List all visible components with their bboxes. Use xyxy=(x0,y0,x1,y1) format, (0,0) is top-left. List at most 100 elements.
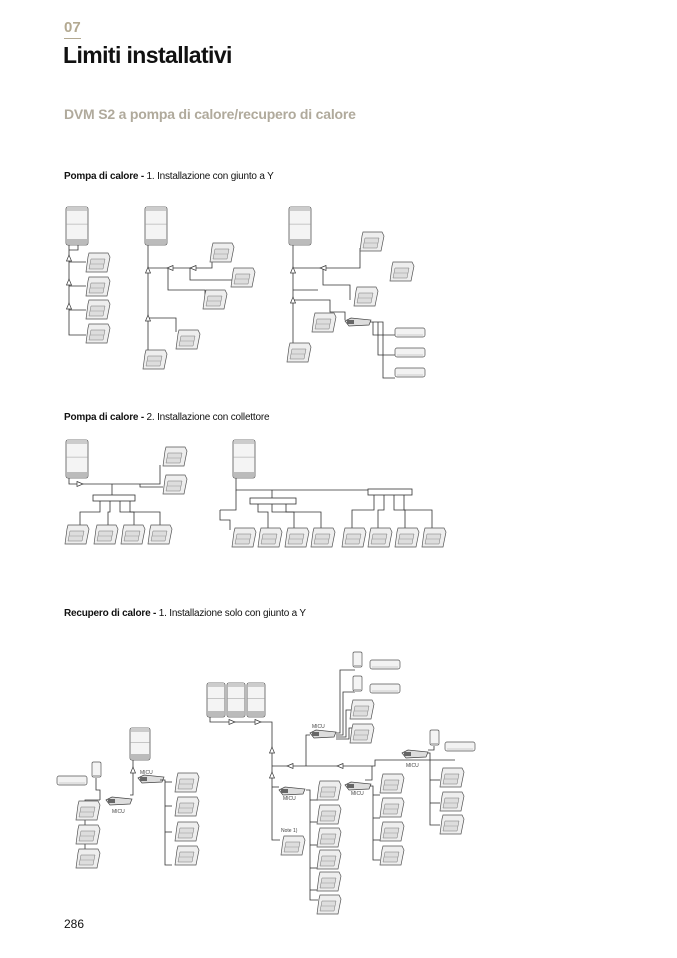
hydro-unit-icon xyxy=(352,675,363,692)
cassette-indoor-unit-icon xyxy=(231,527,257,548)
refrigerant-pipe xyxy=(272,759,455,767)
hydro-unit-body xyxy=(352,675,363,692)
refrigerant-pipe xyxy=(235,478,380,491)
refrigerant-pipe xyxy=(377,495,385,528)
micu-panel xyxy=(108,799,115,803)
page-number: 286 xyxy=(64,917,85,931)
hydro-unit-icon xyxy=(352,651,363,668)
refrigerant-pipe xyxy=(285,504,322,528)
refrigerant-pipe xyxy=(130,760,134,796)
refrigerant-pipe xyxy=(219,510,231,530)
y-joint-icon xyxy=(336,762,344,770)
cassette-indoor-unit-icon xyxy=(316,827,342,848)
outdoor-unit-top xyxy=(67,440,87,444)
refrigerant-pipe xyxy=(148,255,213,269)
refrigerant-pipe xyxy=(68,245,86,336)
outdoor-unit-icon xyxy=(65,439,89,479)
refrigerant-pipe xyxy=(293,299,346,320)
outdoor-unit-top xyxy=(234,440,254,444)
refrigerant-pipe xyxy=(370,785,380,861)
cassette-indoor-unit-icon xyxy=(75,800,101,821)
outdoor-unit-icon xyxy=(288,206,312,246)
y-joint-icon xyxy=(289,266,297,274)
refrigerant-pipe xyxy=(167,268,206,300)
cassette-indoor-unit-icon xyxy=(316,780,342,801)
wall-indoor-unit-icon xyxy=(394,367,426,378)
refrigerant-pipe xyxy=(322,268,351,300)
y-joint-icon xyxy=(144,314,152,322)
refrigerant-pipe xyxy=(79,501,101,525)
diagram-label: MICU xyxy=(406,763,419,769)
cassette-indoor-unit-icon xyxy=(379,821,405,842)
cassette-indoor-unit-icon xyxy=(359,231,385,252)
wall-indoor-unit-icon xyxy=(369,659,401,670)
diagram-label: MICU xyxy=(112,809,125,815)
chapter-underline xyxy=(64,38,81,39)
cassette-indoor-unit-icon xyxy=(93,524,119,545)
micu-panel xyxy=(312,732,319,736)
wall-indoor-unit-icon xyxy=(444,741,476,752)
cassette-indoor-unit-icon xyxy=(202,289,228,310)
wall-unit-body xyxy=(369,659,401,670)
hydro-unit-icon xyxy=(429,729,440,746)
outdoor-unit-base xyxy=(67,239,87,244)
hydro-unit-body xyxy=(91,761,102,778)
section-heading-text: 2. Installazione con collettore xyxy=(146,412,270,423)
cassette-indoor-unit-icon xyxy=(85,323,111,344)
outdoor-unit-icon xyxy=(129,727,151,761)
cassette-indoor-unit-icon xyxy=(162,474,188,495)
refrigerant-pipe xyxy=(336,669,355,734)
micu-panel xyxy=(140,777,147,781)
y-joint-icon xyxy=(268,771,276,779)
outdoor-unit-top xyxy=(248,683,264,687)
section-subtitle: DVM S2 a pompa di calore/recupero di cal… xyxy=(64,106,356,122)
hydro-unit-base xyxy=(354,689,361,692)
refrigerant-pipe xyxy=(393,495,406,528)
cassette-indoor-unit-icon xyxy=(311,312,337,333)
outdoor-unit-top xyxy=(228,683,244,687)
y-joint-icon xyxy=(129,766,137,774)
refrigerant-pipe xyxy=(139,484,163,488)
outdoor-unit-base xyxy=(290,239,310,244)
page-title: Limiti installativi xyxy=(63,42,232,68)
outdoor-unit-icon xyxy=(65,206,89,246)
cassette-indoor-unit-icon xyxy=(439,767,465,788)
distribution-header-icon xyxy=(249,497,297,505)
diagram-label: MICU xyxy=(140,770,153,776)
cassette-indoor-unit-icon xyxy=(379,773,405,794)
refrigerant-pipe xyxy=(69,245,79,251)
refrigerant-pipe xyxy=(145,245,149,361)
micu-box-icon xyxy=(278,786,306,796)
diagram-label: MICU xyxy=(283,796,296,802)
refrigerant-pipe xyxy=(365,766,373,781)
chapter-number: 07 xyxy=(64,19,81,36)
refrigerant-pipe xyxy=(305,734,310,766)
micu-box-icon xyxy=(105,796,133,806)
cassette-indoor-unit-icon xyxy=(349,699,375,720)
cassette-indoor-unit-icon xyxy=(174,772,200,793)
outdoor-unit-base xyxy=(248,711,264,716)
section-heading-heat-pump-y-joint: Pompa di calore - 1. Installazione con g… xyxy=(64,171,274,182)
refrigerant-pipe xyxy=(336,727,352,740)
cassette-indoor-unit-icon xyxy=(349,723,375,744)
cassette-indoor-unit-icon xyxy=(230,267,256,288)
refrigerant-pipe xyxy=(336,709,352,738)
cassette-indoor-unit-icon xyxy=(316,871,342,892)
cassette-indoor-unit-icon xyxy=(257,527,283,548)
outdoor-unit-base xyxy=(131,754,149,759)
refrigerant-pipe xyxy=(351,495,375,528)
y-joint-icon xyxy=(166,264,174,272)
refrigerant-pipe xyxy=(377,322,395,356)
cassette-indoor-unit-icon xyxy=(147,524,173,545)
cassette-indoor-unit-icon xyxy=(284,527,310,548)
micu-panel xyxy=(404,752,411,756)
cassette-indoor-unit-icon xyxy=(341,527,367,548)
outdoor-unit-top xyxy=(67,207,87,211)
hydro-unit-body xyxy=(352,651,363,668)
refrigerant-pipe xyxy=(107,501,111,525)
section-heading-bold: Recupero di calore - xyxy=(64,608,159,619)
refrigerant-pipe xyxy=(189,268,232,281)
cassette-indoor-unit-icon xyxy=(389,261,415,282)
refrigerant-pipe xyxy=(68,465,161,485)
